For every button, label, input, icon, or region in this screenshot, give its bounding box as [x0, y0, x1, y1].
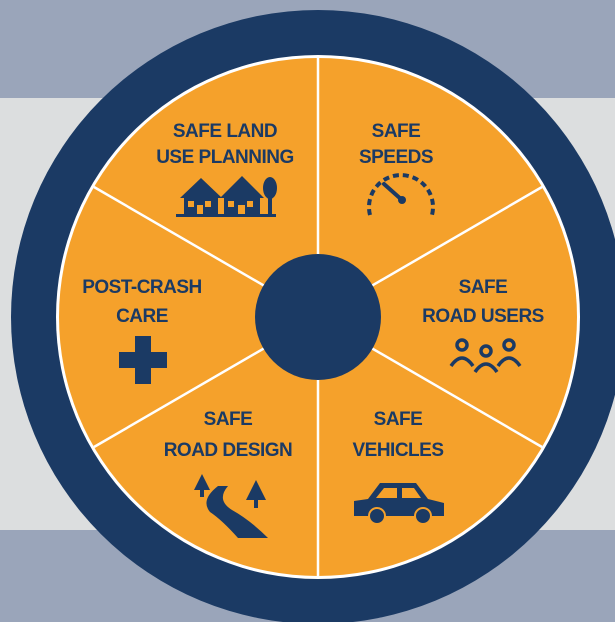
segment-post-crash-care: POST-CRASH CARE — [82, 277, 202, 384]
segment-label-line: ROAD DESIGN — [164, 440, 293, 461]
people-icon — [449, 338, 522, 374]
segment-safe-speeds: SAFE SPEEDS — [359, 121, 435, 216]
car-icon — [354, 483, 444, 525]
segment-label-line: VEHICLES — [352, 440, 443, 461]
segment-label-line: CARE — [116, 306, 168, 327]
speedometer-icon — [367, 173, 435, 216]
segment-safe-road-design: SAFE ROAD DESIGN — [164, 409, 293, 538]
road-icon — [194, 474, 268, 538]
segment-label-line: SAFE — [204, 409, 253, 430]
segment-safe-road-users: SAFE ROAD USERS — [422, 277, 544, 374]
segment-label-line: POST-CRASH — [82, 277, 202, 298]
medical-cross-icon — [119, 336, 167, 384]
segment-label-line: USE PLANNING — [156, 147, 294, 168]
segment-safe-vehicles: SAFE VEHICLES — [352, 409, 444, 525]
center-hub — [255, 254, 381, 380]
segment-label-line: SPEEDS — [359, 147, 433, 168]
segment-label-line: SAFE LAND — [173, 121, 277, 142]
segment-label-line: SAFE — [372, 121, 421, 142]
segment-safe-land-use-planning: SAFE LAND USE PLANNING — [156, 121, 294, 217]
segment-label-line: SAFE — [374, 409, 423, 430]
segment-label-line: ROAD USERS — [422, 306, 544, 327]
segment-label-line: SAFE — [459, 277, 508, 298]
houses-icon — [176, 176, 277, 217]
